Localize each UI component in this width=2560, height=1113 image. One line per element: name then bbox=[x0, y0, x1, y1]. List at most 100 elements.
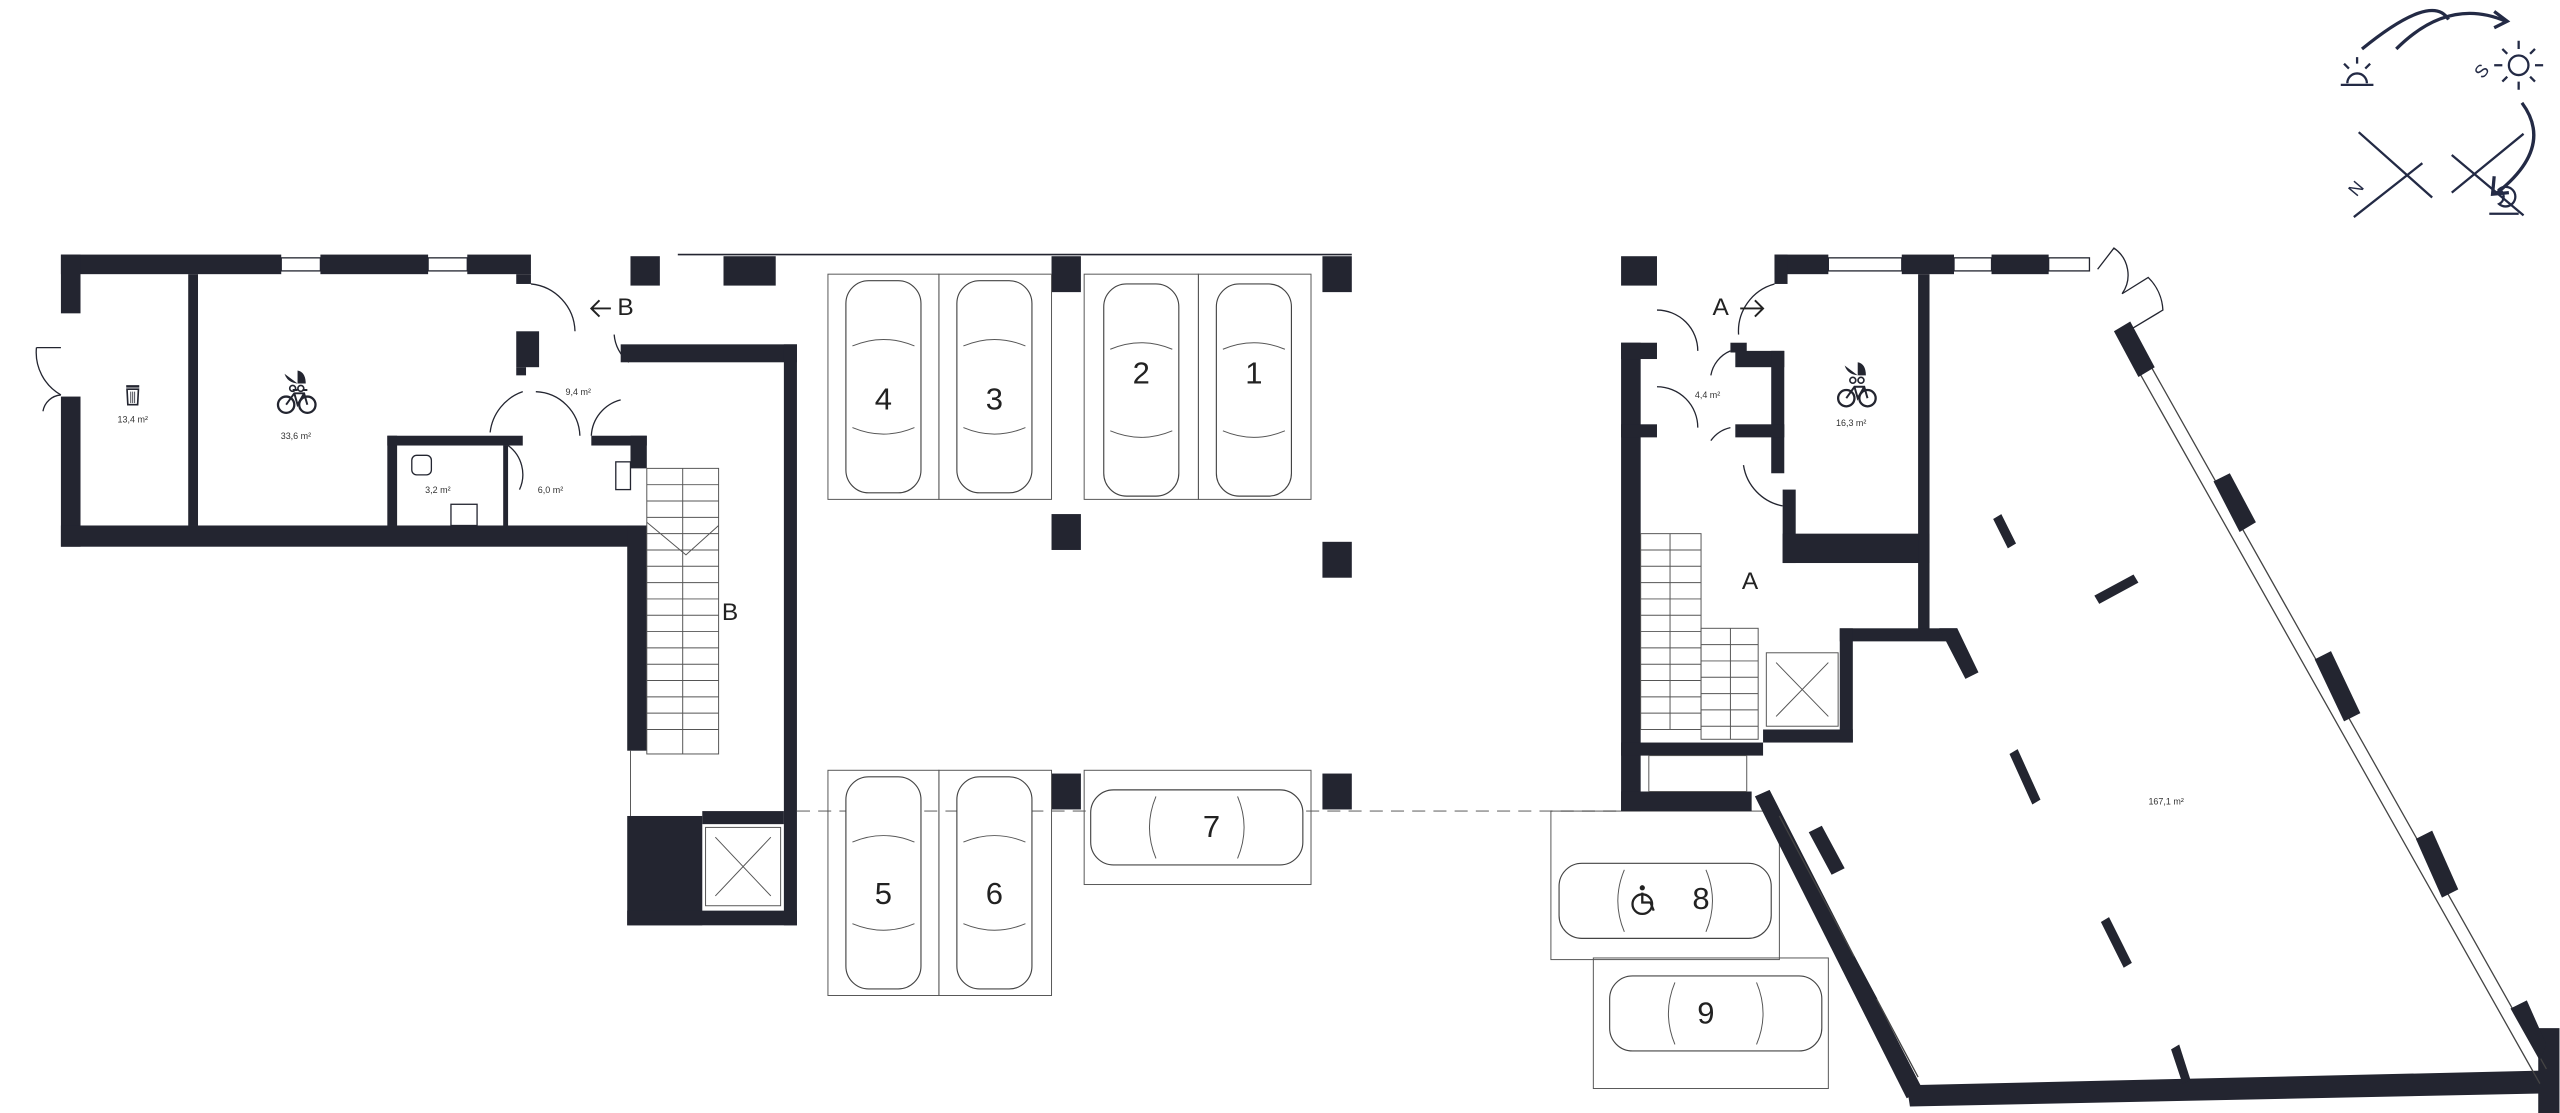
plan-shape[interactable] bbox=[1149, 796, 1245, 859]
plan-shape bbox=[1051, 773, 1081, 810]
elevator-b bbox=[705, 826, 782, 907]
plan-shape[interactable]: 3 bbox=[986, 382, 1003, 417]
stroller-bike-icon bbox=[276, 370, 317, 415]
compass-south-label: S bbox=[2470, 60, 2493, 82]
plan-shape bbox=[1322, 256, 1352, 293]
plan-shape[interactable] bbox=[852, 835, 915, 931]
plan-shape[interactable] bbox=[1222, 342, 1286, 438]
parking-space-4[interactable]: 4 bbox=[827, 273, 940, 500]
plan-shape[interactable]: 2 bbox=[1133, 356, 1150, 391]
window bbox=[2048, 257, 2091, 272]
plan-shape bbox=[1051, 514, 1081, 550]
plan-shape: B bbox=[617, 294, 633, 321]
plan-shape bbox=[627, 910, 797, 926]
building-a bbox=[1621, 247, 2560, 1113]
plan-shape[interactable] bbox=[938, 769, 1053, 996]
plan-shape[interactable] bbox=[963, 339, 1026, 435]
plan-shape[interactable] bbox=[1641, 892, 1655, 912]
car-icon[interactable] bbox=[1090, 789, 1304, 866]
plan-shape bbox=[387, 435, 398, 526]
plan-shape bbox=[1621, 791, 1752, 812]
plan-shape bbox=[188, 274, 199, 526]
sink-icon bbox=[450, 503, 478, 527]
plan-shape[interactable] bbox=[938, 273, 1053, 500]
car-icon[interactable] bbox=[1558, 862, 1772, 939]
sink-icon bbox=[615, 461, 632, 491]
plan-shape bbox=[276, 395, 296, 415]
room-area: 13,4 m² bbox=[118, 415, 148, 425]
plan-shape[interactable] bbox=[1110, 342, 1173, 438]
plan-shape[interactable]: 5 bbox=[875, 876, 892, 911]
sunrise-icon bbox=[2340, 57, 2374, 87]
room-area: 33,6 m² bbox=[281, 431, 311, 441]
building-b bbox=[35, 254, 797, 926]
plan-shape[interactable] bbox=[1667, 982, 1764, 1045]
plan-shape bbox=[2493, 10, 2511, 30]
plan-shape bbox=[516, 331, 540, 368]
plan-shape[interactable] bbox=[1592, 957, 1829, 1090]
plan-shape bbox=[627, 815, 703, 926]
plan-shape bbox=[1621, 256, 1657, 286]
plan-shape[interactable]: 9 bbox=[1697, 995, 1714, 1030]
plan-shape[interactable] bbox=[1083, 769, 1312, 886]
plan-shape bbox=[1735, 424, 1785, 438]
plan-shape bbox=[646, 468, 719, 754]
parking-space-9[interactable]: 9 bbox=[1592, 957, 1829, 1090]
plan-shape[interactable] bbox=[963, 835, 1026, 931]
window bbox=[2118, 329, 2547, 1084]
plan-shape[interactable]: 6 bbox=[986, 876, 1003, 911]
plan-shape bbox=[1621, 424, 1657, 438]
car-icon[interactable] bbox=[1609, 975, 1823, 1052]
car-icon[interactable] bbox=[956, 776, 1033, 990]
door bbox=[35, 346, 62, 412]
plan-shape bbox=[630, 256, 660, 286]
plan-shape bbox=[2353, 131, 2525, 218]
plan-shape[interactable] bbox=[1639, 885, 1645, 891]
window bbox=[1827, 257, 1903, 272]
parking-space-3[interactable]: 3 bbox=[938, 273, 1053, 500]
plan-shape bbox=[1621, 742, 1764, 756]
plan-shape[interactable]: 1 bbox=[1245, 356, 1262, 391]
plan-shape bbox=[298, 395, 317, 415]
plan-shape[interactable] bbox=[1617, 869, 1713, 933]
parking-space-5[interactable]: 5 bbox=[827, 769, 940, 996]
accessible-icon[interactable] bbox=[1631, 885, 1655, 916]
plan-shape bbox=[467, 254, 531, 275]
parking-space-1[interactable]: 1 bbox=[1197, 273, 1312, 500]
plan-shape bbox=[130, 391, 136, 404]
parking-space-8[interactable]: 8 bbox=[1550, 810, 1780, 961]
plan-shape bbox=[1700, 627, 1759, 740]
plan-shape[interactable]: 7 bbox=[1203, 809, 1220, 844]
car-icon[interactable] bbox=[1103, 283, 1180, 497]
car-icon[interactable] bbox=[956, 280, 1033, 494]
car-icon[interactable] bbox=[845, 776, 922, 990]
plan-shape[interactable] bbox=[1197, 273, 1312, 500]
plan-shape bbox=[1839, 628, 1958, 642]
window bbox=[427, 257, 468, 272]
car-icon[interactable] bbox=[845, 280, 922, 494]
entrance-b: B bbox=[589, 294, 634, 321]
plan-shape bbox=[2094, 574, 2139, 604]
plan-shape bbox=[2100, 917, 2132, 968]
plan-shape bbox=[1808, 825, 1845, 875]
plan-shape bbox=[2494, 40, 2544, 90]
toilet-icon bbox=[411, 454, 433, 476]
parking-space-6[interactable]: 6 bbox=[938, 769, 1053, 996]
plan-shape bbox=[1844, 362, 1866, 376]
plan-shape[interactable] bbox=[852, 339, 915, 435]
parking-space-2[interactable]: 2 bbox=[1083, 273, 1199, 500]
door bbox=[1656, 247, 2164, 507]
plan-shape[interactable]: 4 bbox=[875, 382, 892, 417]
parking-space-7[interactable]: 7 bbox=[1083, 769, 1312, 886]
plan-shape bbox=[1993, 514, 2017, 549]
plan-shape bbox=[1621, 342, 1657, 360]
car-icon[interactable] bbox=[1215, 283, 1292, 497]
plan-shape bbox=[1836, 388, 1856, 408]
plan-shape[interactable]: 8 bbox=[1692, 881, 1709, 916]
window bbox=[280, 257, 322, 272]
plan-shape bbox=[503, 445, 509, 526]
moon-icon bbox=[2489, 185, 2519, 215]
entrance-a: A bbox=[1712, 294, 1765, 321]
stairs-b bbox=[646, 467, 720, 755]
window bbox=[1953, 257, 1993, 272]
